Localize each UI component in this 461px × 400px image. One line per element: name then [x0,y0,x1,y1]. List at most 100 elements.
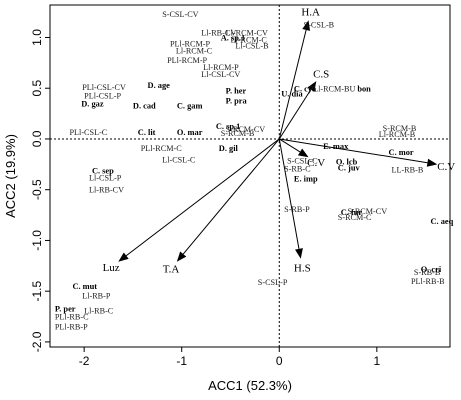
species-label: O. lcb [336,157,358,166]
species-label: C. juv [338,163,361,172]
x-tick-label: 1 [373,354,380,368]
site-label: PLl-CSL-CV [82,83,126,92]
species-label: C. mor [389,148,414,157]
x-axis-ticks: -2 -1 0 1 [79,347,380,368]
site-label: PLl-CSL-C [70,128,108,137]
species-label: E. imp [294,175,318,184]
site-label: S-RB-P [284,205,310,214]
site-label: PLl-RCM-P [167,56,207,65]
site-label: Ll-CSL-CV [201,70,240,79]
x-tick-label: 0 [276,354,283,368]
vector-arrow-line [278,89,312,140]
site-label: Ll-RCM-CV [226,28,268,37]
vector-arrow-head [295,248,303,259]
site-label: PLl-RB-P [55,323,88,332]
vector-arrow-line [279,138,301,153]
species-label: bon [357,84,371,93]
site-label: Ll-RB-C [84,307,114,316]
vector-arrow-head [297,148,309,158]
species-label: O. cri [421,265,442,274]
species-label: U. dia [281,89,303,98]
site-label: Ll-RCM-B [379,130,416,139]
vector-arrow-line [182,138,280,255]
site-label: S-RCM-CV [226,125,266,134]
species-label: D. gil [219,144,239,153]
site-label: Ll-CSL-B [235,42,269,51]
vector-label: C.S [313,69,329,81]
reference-lines [50,5,450,347]
species-label: C. lit [138,128,156,137]
x-tick-label: -1 [176,354,187,368]
site-label: S-CSL-C [287,156,318,165]
site-label: S-RB-B [414,268,441,277]
y-tick-label: -2.0 [30,331,44,352]
site-label: S-CSL-P [258,278,288,287]
site-label: PLl-RCM-C [141,144,182,153]
site-label: PLl-RCM-P [170,40,210,49]
species-label: D. age [148,81,171,90]
vector-arrow-line [125,138,280,257]
site-label: Ll-RCM-C [176,47,213,56]
site-label: S-RCM-CV [348,207,388,216]
y-tick-label: -0.5 [30,179,44,200]
site-label: Ll-CSL-P [89,174,122,183]
site-label: S-CSL-CV [162,10,198,19]
vector-arrow-line [278,138,300,249]
vector-label: H.A [301,6,320,18]
vector-arrow-head [307,81,317,92]
species-label: P. her [226,86,247,95]
vector-label: H.S [294,263,311,275]
site-label: S-CSL-B [304,20,335,29]
site-label: PLl-RB-B [411,277,445,286]
species-label: C. sep [92,166,114,175]
vector-arrow-line [279,138,428,164]
species-label: P. per [55,304,76,313]
y-tick-label: -1.5 [30,281,44,302]
species-label: D. cad [133,102,156,111]
site-label: Ll-RB-CV [201,28,236,37]
species-label: C. mut [72,282,97,291]
site-label: Ll-RCM-C [230,36,267,45]
vector-arrow-head [118,252,129,262]
environmental-vectors: H.A C.S C.V C.V H.S Luz T.A [103,6,456,275]
species-label: O. mar [177,128,203,137]
y-axis-ticks: -2.0-1.5-1.0-0.50.00.51.0 [30,29,50,352]
site-label: Ll-CSL-C [162,155,196,164]
vector-label: C.V [437,161,455,173]
site-label: PLl-RCM-BU [309,84,356,93]
site-label: Ll-RB-CV [89,186,124,195]
species-label: A. sp.1 [221,34,245,43]
vector-arrow-line [278,29,307,140]
plot-frame [49,4,451,348]
species-label: C. aeq [430,217,453,226]
site-label: PLl-RB-C [55,313,89,322]
site-label: Ll-RB-P [82,291,111,300]
vector-label: Luz [103,262,120,274]
y-tick-label: -1.0 [30,230,44,251]
species-label: E. max [323,142,349,151]
vector-arrow-head [302,20,311,31]
x-tick-label: -2 [79,354,90,368]
species-label: D. gaz [81,99,104,108]
site-label: LL-RB-B [391,165,423,174]
vector-arrow-head [426,158,438,167]
site-label: S-RCM-B [221,129,255,138]
y-tick-label: 0.0 [30,130,44,147]
species-label: P. pra [226,96,248,105]
site-label: PLl-CSL-P [84,91,121,100]
site-label: Ll-RCM-P [203,63,239,72]
vector-label: T.A [163,264,180,276]
site-label: S-RCM-B [383,124,417,133]
species-label: C. sp.1 [216,122,240,131]
x-axis-label: ACC1 (52.3%) [208,378,292,393]
site-label: S-RCM-C [338,213,372,222]
y-tick-label: 0.5 [30,80,44,97]
site-labels: S-CSL-CVLl-RB-CVLl-RCM-CVLl-RCM-CS-CSL-B… [55,10,445,332]
site-label: S-RB-C [284,164,311,173]
vector-label: C.V [307,157,325,169]
vector-arrow-head [176,251,187,262]
y-axis-label: ACC2 (19.9%) [3,134,18,218]
species-label: C. gam [177,102,203,111]
